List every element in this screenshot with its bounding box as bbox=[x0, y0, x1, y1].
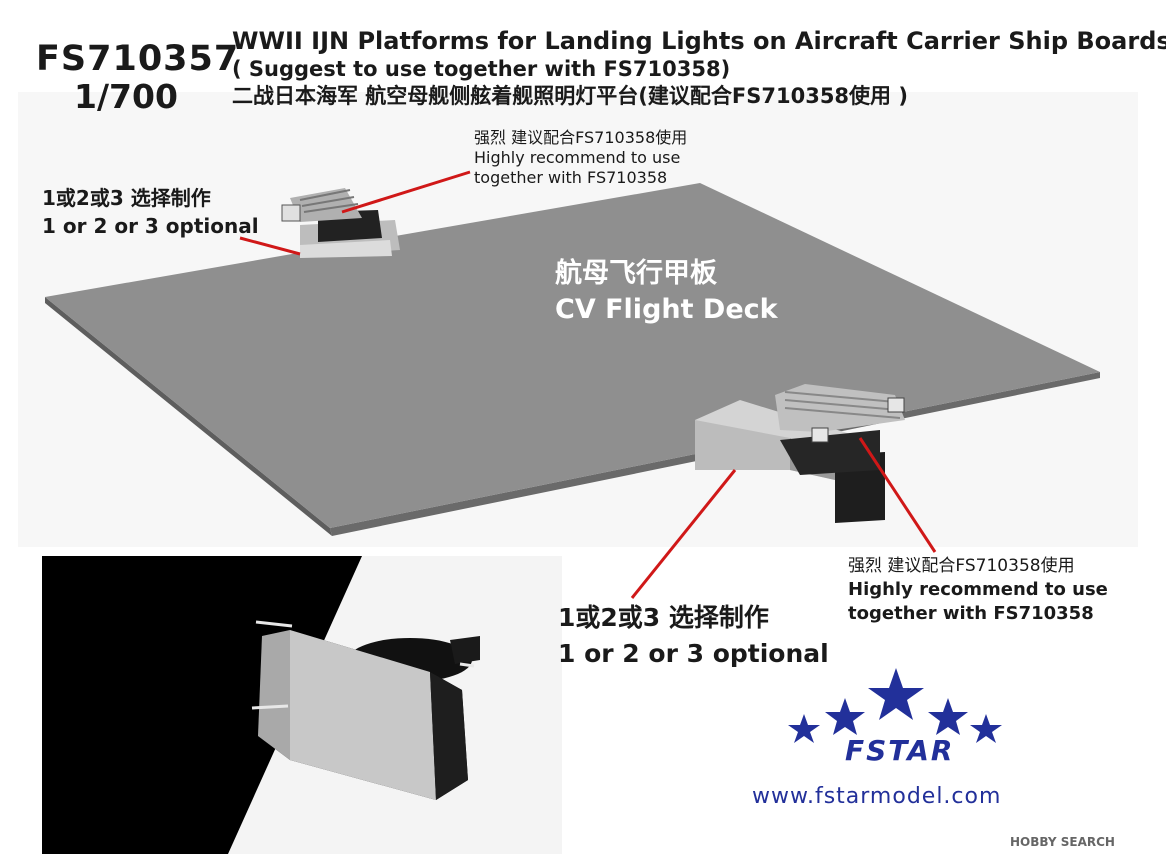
product-scale: 1/700 bbox=[74, 77, 178, 116]
title-english: WWII IJN Platforms for Landing Lights on… bbox=[232, 27, 1166, 55]
left-opt-cn: 1或2或3 选择制作 bbox=[42, 186, 211, 210]
product-code: FS710357 bbox=[36, 39, 240, 79]
left-opt-en: 1 or 2 or 3 optional bbox=[42, 214, 259, 238]
brand-name: FSTAR bbox=[845, 734, 955, 767]
inset-lamp-part bbox=[251, 620, 480, 800]
right-note: 强烈 建议配合FS710358使用 Highly recommend to us… bbox=[848, 554, 1108, 626]
pointer-top-note bbox=[341, 170, 471, 214]
top-note-cn: 强烈 建议配合FS710358使用 bbox=[474, 128, 688, 147]
deck-label: 航母飞行甲板 CV Flight Deck bbox=[555, 256, 778, 328]
lamp-platform-top bbox=[281, 188, 400, 258]
bottom-opt-en: 1 or 2 or 3 optional bbox=[558, 639, 829, 668]
right-note-en-line2: together with FS710358 bbox=[848, 603, 1094, 624]
lamp-platform-right bbox=[695, 384, 905, 523]
product-title: WWII IJN Platforms for Landing Lights on… bbox=[232, 26, 1166, 110]
top-note: 强烈 建议配合FS710358使用 Highly recommend to us… bbox=[474, 128, 687, 188]
pointer-left-opt bbox=[239, 236, 301, 256]
brand-stars-icon bbox=[788, 668, 1002, 743]
bottom-optional-note: 1或2或3 选择制作 1 or 2 or 3 optional bbox=[558, 600, 829, 672]
left-optional-note: 1或2或3 选择制作 1 or 2 or 3 optional bbox=[42, 184, 259, 240]
flight-deck bbox=[45, 183, 1100, 528]
deck-label-en: CV Flight Deck bbox=[555, 294, 778, 325]
right-note-cn: 强烈 建议配合FS710358使用 bbox=[848, 556, 1075, 576]
top-note-en-line1: Highly recommend to use bbox=[474, 148, 681, 167]
flight-deck-edge bbox=[45, 297, 332, 536]
pointer-bottom-opt bbox=[630, 469, 737, 599]
product-id: FS710357 1/700 bbox=[36, 39, 240, 116]
watermark: HOBBY SEARCH bbox=[1010, 835, 1115, 849]
pointer-right-note bbox=[858, 437, 937, 553]
deck-label-cn: 航母飞行甲板 bbox=[555, 258, 717, 289]
bottom-opt-cn: 1或2或3 选择制作 bbox=[558, 603, 769, 632]
title-chinese: 二战日本海军 航空母舰侧舷着舰照明灯平台(建议配合FS710358使用 ) bbox=[232, 84, 908, 108]
right-note-en-line1: Highly recommend to use bbox=[848, 579, 1108, 600]
top-note-en-line2: together with FS710358 bbox=[474, 168, 668, 187]
brand-website: www.fstarmodel.com bbox=[752, 784, 1002, 809]
inset-hull-silhouette bbox=[42, 556, 362, 854]
title-suggest: ( Suggest to use together with FS710358) bbox=[232, 57, 731, 81]
